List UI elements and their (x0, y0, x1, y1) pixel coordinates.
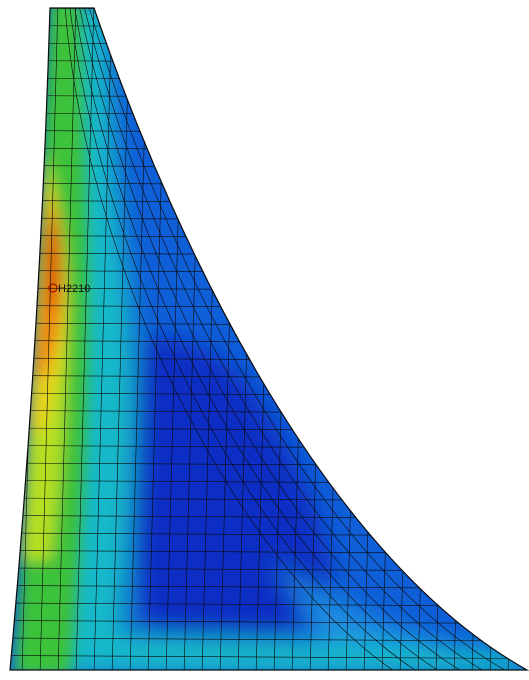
mesh-line-vertical (489, 8, 509, 670)
mesh-line-horizontal (10, 637, 527, 642)
mesh-line-vertical (435, 8, 455, 670)
mesh-line-edge-follow (64, 8, 393, 670)
mesh-line-vertical (111, 8, 131, 670)
mesh-line-horizontal (10, 655, 527, 659)
node-pick-icon (48, 283, 58, 293)
mesh-line-vertical (57, 8, 77, 670)
mesh-line-vertical (417, 8, 437, 670)
mesh-line-edge-follow (84, 8, 483, 670)
mesh-line-edge-follow (69, 8, 416, 670)
mesh-line-edge-follow (79, 8, 460, 670)
node-pick-label: H2210 (58, 283, 90, 295)
mesh-line-vertical (39, 8, 59, 670)
mesh-line-horizontal (10, 620, 527, 624)
mesh-line-vertical (75, 8, 95, 670)
mesh-line-edge-follow (74, 8, 438, 670)
fill-red-hotspot (45, 215, 58, 315)
mesh-line-vertical (507, 8, 527, 670)
mesh-line-vertical (93, 8, 113, 670)
mesh-line-vertical (399, 8, 419, 670)
node-pick-marker[interactable]: H2210 (48, 283, 90, 295)
mesh-line-vertical (471, 8, 491, 670)
mesh-line-vertical (453, 8, 473, 670)
mesh-line-edge-follow (88, 8, 505, 670)
part-outline (9, 7, 529, 671)
